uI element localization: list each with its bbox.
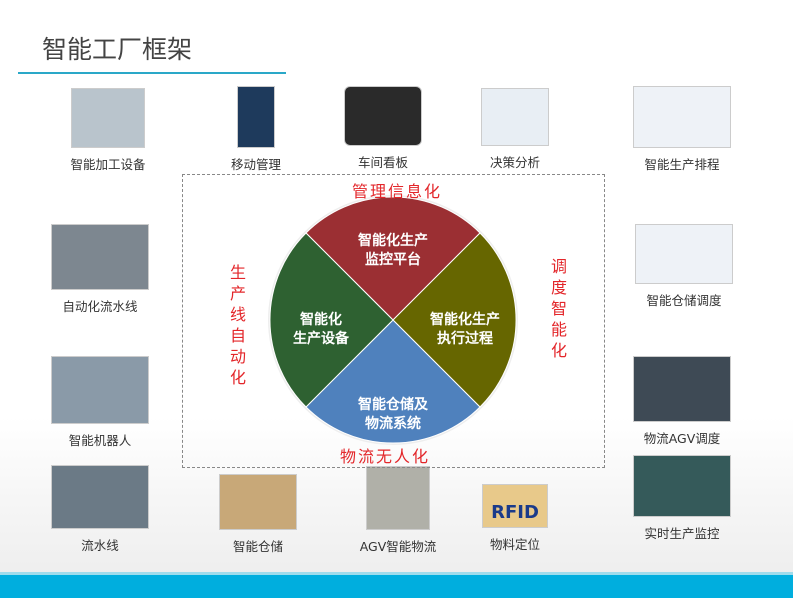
smart-storage-image — [219, 474, 297, 530]
segment-execution — [392, 232, 517, 408]
segment-logistics — [305, 319, 481, 444]
title-underline — [18, 72, 286, 74]
bottom-label: 物流无人化 — [340, 447, 431, 466]
agv-scheduling-image — [633, 356, 731, 422]
item-board: 车间看板 — [338, 86, 428, 171]
rfid-logo: RFID — [482, 484, 548, 528]
segment-equipment — [269, 232, 394, 408]
item-agv-logistics: AGV智能物流 — [348, 466, 448, 555]
segment-monitoring — [305, 196, 481, 321]
item-robot: 智能机器人 — [48, 356, 152, 449]
scheduling-image — [633, 86, 731, 148]
item-smart-storage: 智能仓储 — [218, 474, 298, 555]
agv-image — [366, 466, 430, 530]
warehouse-scheduling-image — [635, 224, 733, 284]
item-assembly-line: 自动化流水线 — [48, 224, 152, 315]
top-label: 管理信息化 — [352, 182, 443, 201]
item-scheduling: 智能生产排程 — [630, 86, 734, 173]
board-image — [344, 86, 422, 146]
item-mobile: 移动管理 — [218, 86, 294, 173]
item-decision: 决策分析 — [470, 88, 560, 171]
mobile-image — [237, 86, 275, 148]
segment-monitoring-label: 智能化生产监控平台 — [358, 233, 428, 268]
segment-execution-label: 智能化生产执行过程 — [430, 312, 500, 347]
left-label: 生产线自动化 — [229, 263, 246, 387]
item-production-line: 流水线 — [48, 465, 152, 554]
item-machining: 智能加工设备 — [58, 88, 158, 173]
monitor-image — [633, 455, 731, 517]
production-line-image — [51, 465, 149, 529]
segment-equipment-label: 智能化生产设备 — [293, 312, 349, 347]
footer-bar — [0, 572, 793, 598]
robot-image — [51, 356, 149, 424]
item-realtime-monitor: 实时生产监控 — [630, 455, 734, 542]
item-agv-scheduling: 物流AGV调度 — [630, 356, 734, 447]
assembly-line-image — [51, 224, 149, 290]
decision-image — [481, 88, 549, 146]
segment-logistics-label: 智能仓储及物流系统 — [358, 397, 428, 432]
page-title: 智能工厂框架 — [42, 35, 193, 64]
machining-image — [71, 88, 145, 148]
item-warehouse-scheduling: 智能仓储调度 — [632, 224, 736, 309]
framework-box — [182, 174, 605, 468]
right-label: 调度智能化 — [550, 257, 567, 360]
